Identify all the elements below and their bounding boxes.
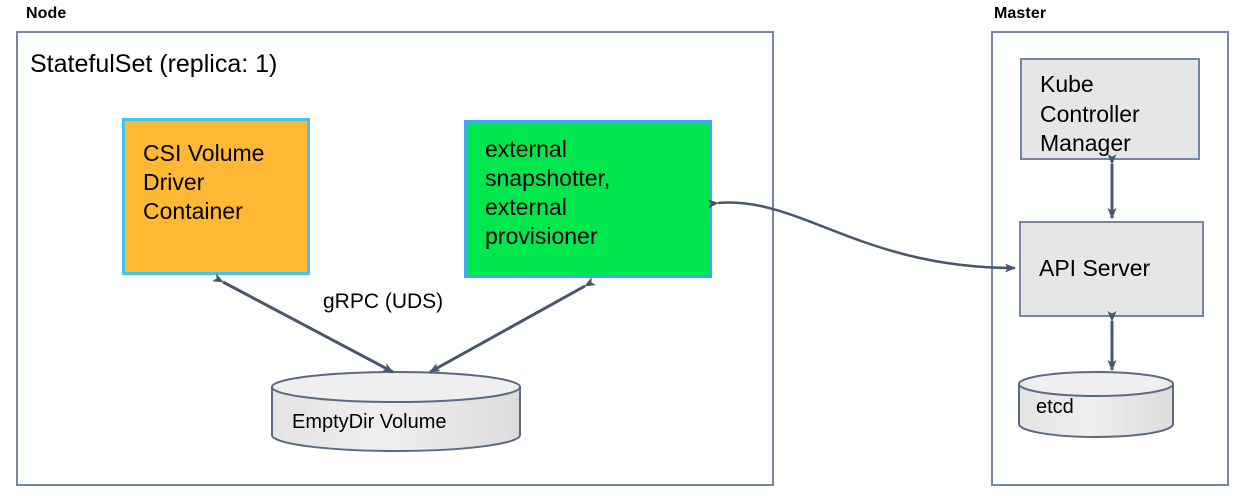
csi-volume-driver-container-label: CSI Volume Driver Container (143, 140, 265, 224)
external-snapshotter-provisioner-label: external snapshotter, external provision… (485, 136, 611, 249)
statefulset-caption: StatefulSet (replica: 1) (30, 50, 278, 78)
node-group-label: Node (26, 5, 67, 22)
grpc-uds-edge-label: gRPC (UDS) (323, 290, 444, 313)
external-snapshotter-provisioner-box[interactable]: external snapshotter, external provision… (464, 120, 712, 278)
cylinder-shape (271, 371, 521, 452)
api-server-label: API Server (1039, 255, 1151, 282)
etcd-label: etcd (1036, 396, 1074, 418)
kube-controller-manager-label: Kube Controller Manager (1040, 71, 1140, 157)
kube-controller-manager-box[interactable]: Kube Controller Manager (1020, 58, 1200, 160)
master-group-label: Master (994, 5, 1047, 22)
emptydir-volume-label: EmptyDir Volume (292, 411, 447, 433)
emptydir-volume-cylinder[interactable] (270, 370, 522, 452)
cylinder-shape (1018, 371, 1174, 438)
etcd-cylinder[interactable] (1017, 370, 1175, 438)
api-server-box[interactable]: API Server (1019, 221, 1204, 317)
csi-volume-driver-container-box[interactable]: CSI Volume Driver Container (122, 118, 310, 275)
